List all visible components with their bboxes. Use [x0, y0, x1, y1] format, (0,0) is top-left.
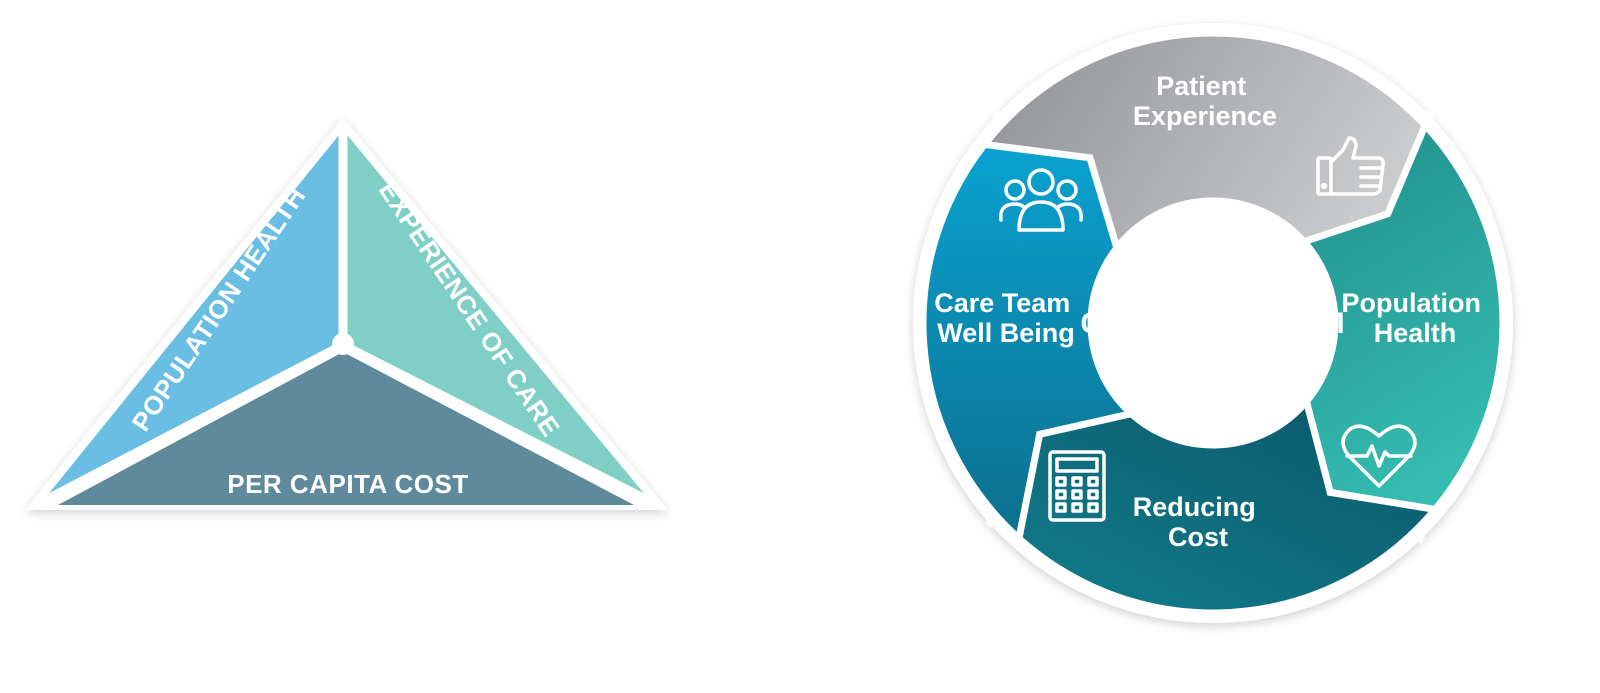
center-dot — [332, 333, 354, 355]
cycle-center-hole — [1101, 211, 1325, 435]
population-health-segment — [46, 130, 343, 497]
heart-pulse-icon — [1341, 424, 1417, 488]
triple-aim-triangle — [25, 118, 668, 510]
population-health-arrow — [1283, 94, 1507, 544]
care-team-line-2: Well Being — [937, 318, 1075, 348]
divider-left — [35, 341, 346, 508]
reducing-cost-line-2: Cost — [1168, 522, 1228, 552]
per-capita-cost-segment — [58, 352, 634, 505]
center-label: QUADRUPLE AIM — [1080, 307, 1345, 340]
thumbs-up-icon — [1316, 136, 1385, 196]
population-health-line-2: Health — [1374, 318, 1457, 348]
population-health-cycle-label: Population Health — [1342, 288, 1489, 348]
reducing-cost-label: Reducing Cost — [1133, 492, 1264, 552]
per-capita-cost-label: PER CAPITA COST — [227, 469, 469, 499]
experience-of-care-segment — [343, 130, 647, 497]
care-team-line-1: Care Team — [934, 288, 1070, 318]
patient-experience-label: Patient Experience — [1133, 71, 1277, 131]
patient-experience-line-2: Experience — [1133, 101, 1277, 131]
calculator-icon — [1048, 450, 1106, 522]
patient-experience-line-1: Patient — [1156, 71, 1246, 101]
care-team-well-being-label: Care Team Well Being — [934, 288, 1078, 348]
divider-right — [340, 340, 658, 509]
population-health-line-1: Population — [1342, 288, 1481, 318]
reducing-cost-line-1: Reducing — [1133, 492, 1256, 522]
quadruple-aim-cycle: QUADRUPLE AIM Patient Experience Populat… — [913, 23, 1513, 623]
people-icon — [999, 168, 1083, 232]
